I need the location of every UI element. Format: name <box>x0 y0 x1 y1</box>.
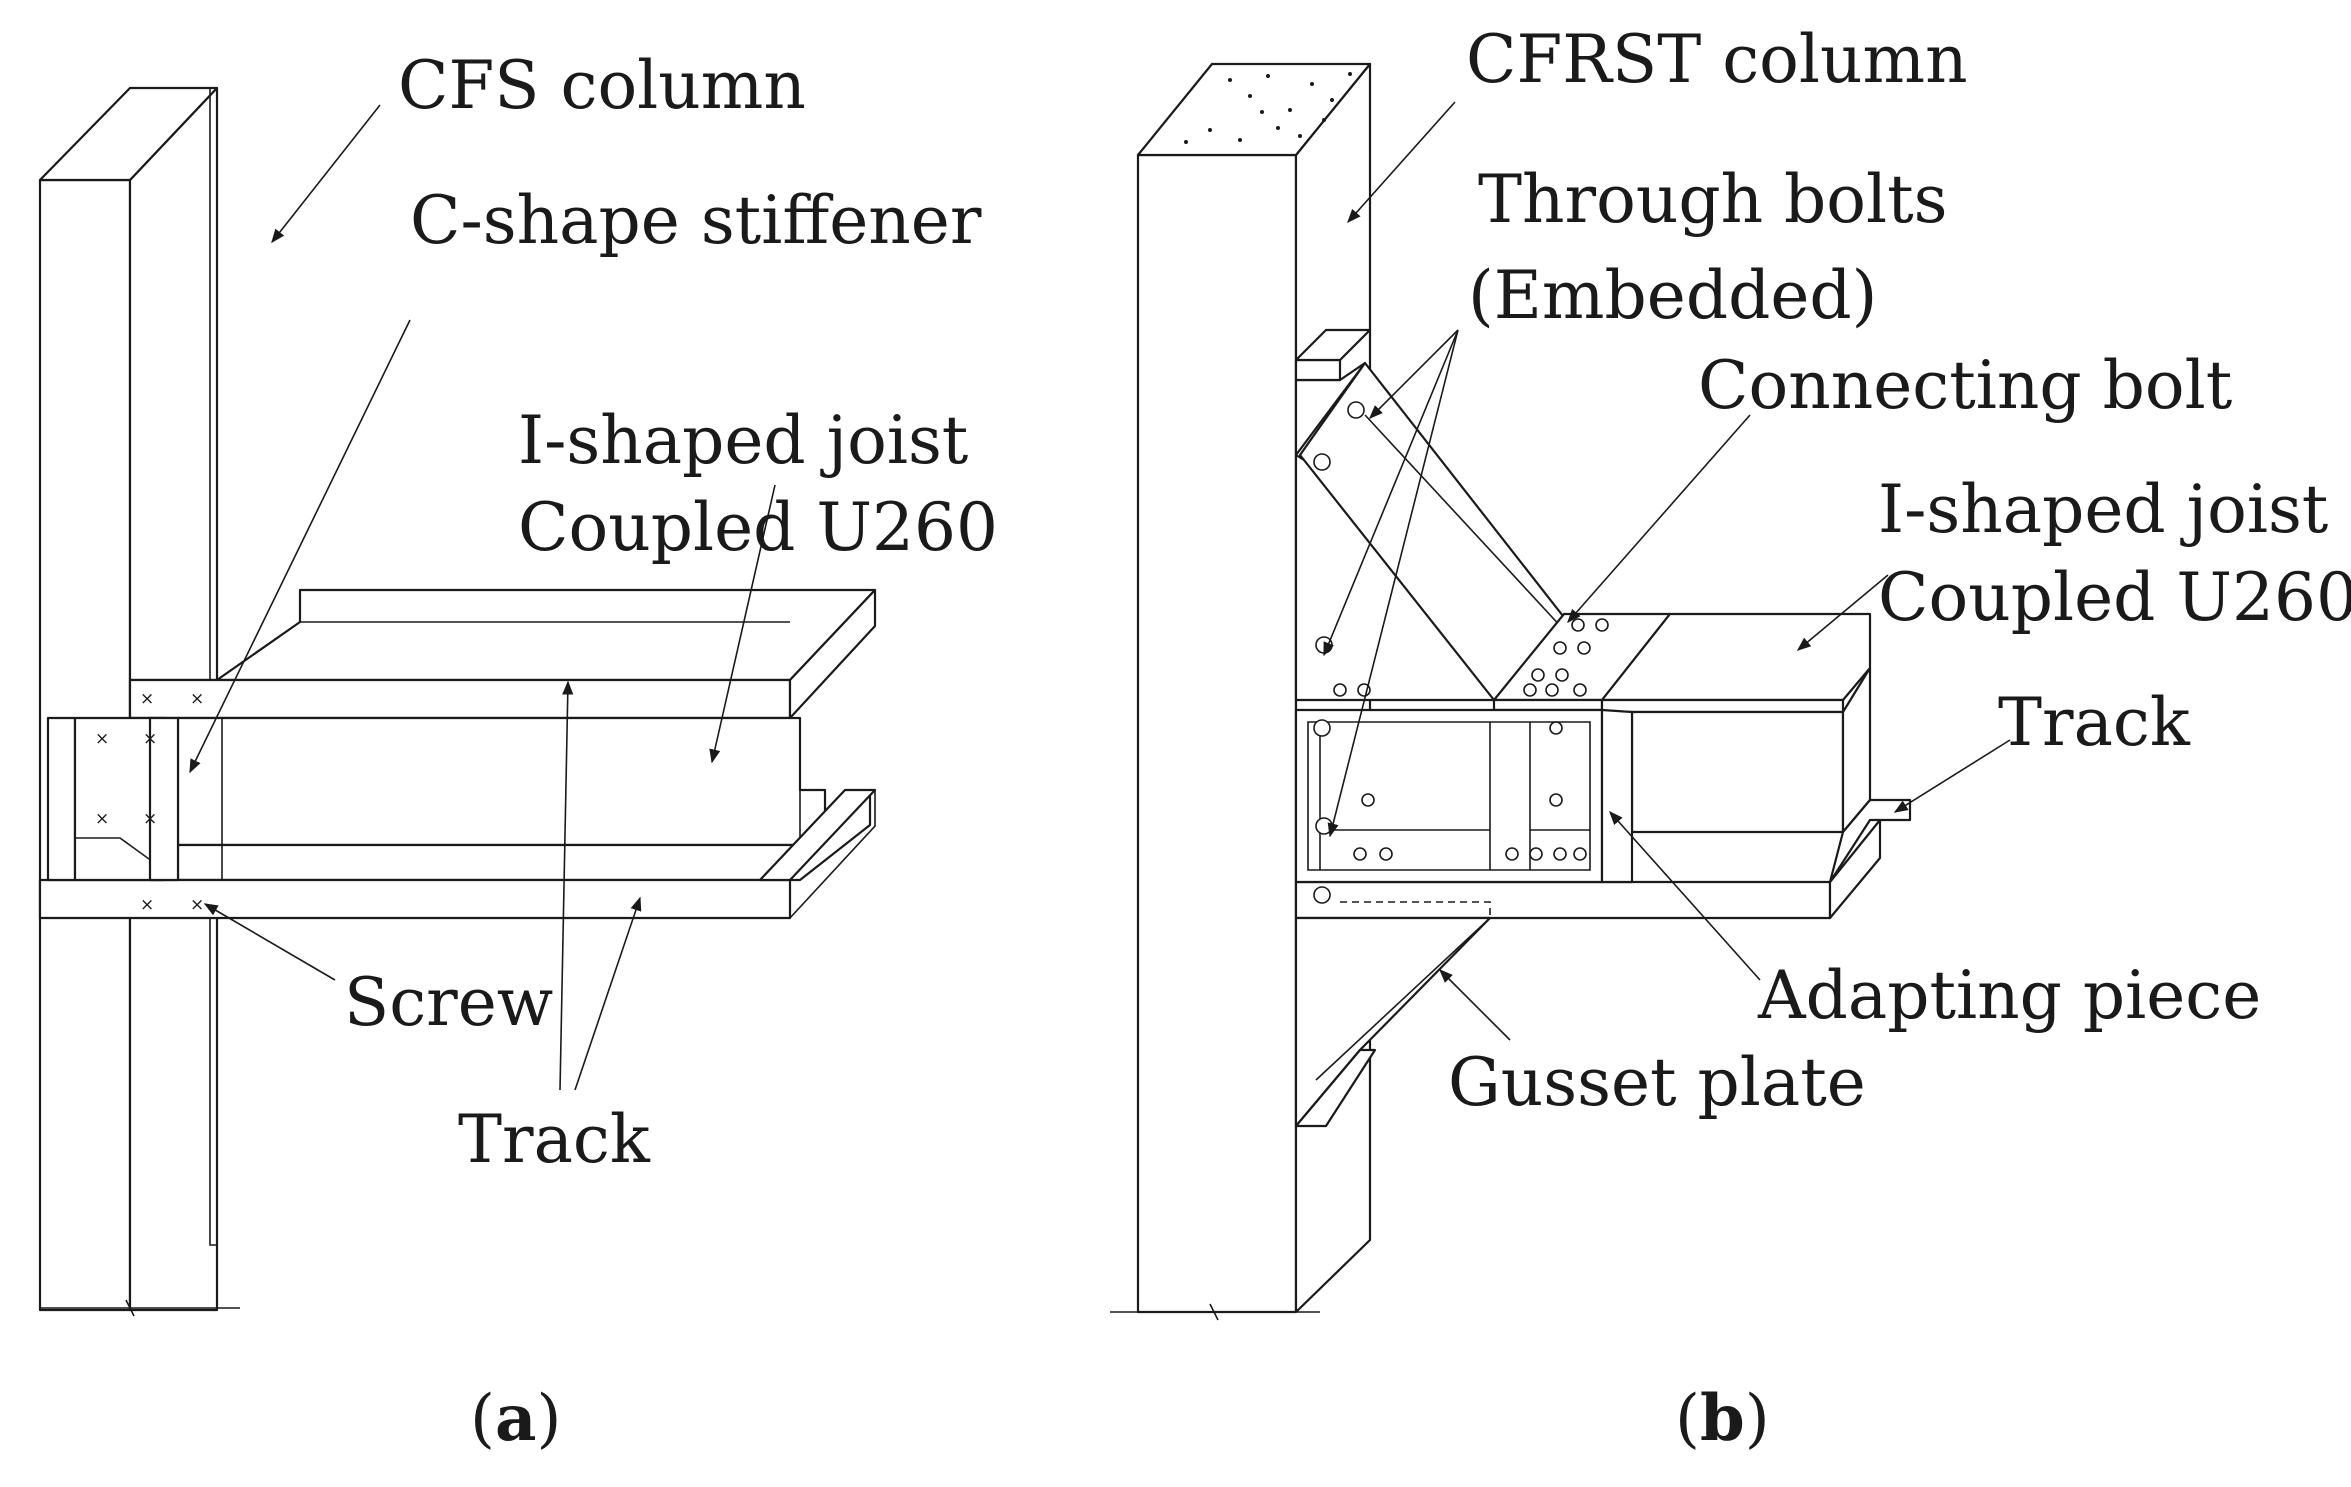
caption-a: (a) <box>470 1381 561 1456</box>
panel-b-leaders <box>1323 101 2011 1041</box>
label-cfs-column: CFS column <box>398 47 806 124</box>
svg-text:×: × <box>95 809 109 829</box>
cfs-column <box>38 86 240 1317</box>
label-through-bolts-line2: (Embedded) <box>1468 257 1877 334</box>
screw-marks: × × × × × × × × <box>95 689 204 915</box>
label-joist-b-line1: I-shaped joist <box>1878 471 2328 548</box>
label-joist-line2: Coupled U260 <box>518 489 998 566</box>
svg-text:×: × <box>140 689 154 709</box>
svg-text:×: × <box>95 729 109 749</box>
label-cfrst-column: CFRST column <box>1466 21 1968 98</box>
label-adapting-piece: Adapting piece <box>1757 957 2261 1034</box>
svg-text:×: × <box>140 895 154 915</box>
i-shaped-joist <box>176 716 872 882</box>
panel-a-leaders <box>189 104 776 1091</box>
label-gusset-plate: Gusset plate <box>1448 1044 1866 1121</box>
label-through-bolts-line1: Through bolts <box>1478 161 1948 238</box>
label-c-shape-stiffener: C-shape stiffener <box>410 182 982 259</box>
label-joist-b-line2: Coupled U260 <box>1878 559 2351 636</box>
panel-b: CFRST column Through bolts (Embedded) Co… <box>1110 21 2351 1456</box>
top-track <box>128 588 877 720</box>
i-shaped-joist-b <box>1600 612 1872 834</box>
caption-b: (b) <box>1675 1381 1770 1456</box>
upper-gusset-plate <box>1294 328 1572 702</box>
label-connecting-bolt: Connecting bolt <box>1698 347 2232 424</box>
label-track-b: Track <box>1998 684 2191 761</box>
label-screw: Screw <box>344 964 553 1041</box>
label-track: Track <box>458 1101 651 1178</box>
c-shape-stiffener <box>46 716 180 882</box>
label-joist-line1: I-shaped joist <box>518 402 968 479</box>
svg-text:×: × <box>190 689 204 709</box>
svg-text:×: × <box>190 895 204 915</box>
adapting-piece <box>1294 683 1634 884</box>
svg-text:×: × <box>143 809 157 829</box>
bottom-track <box>38 788 877 920</box>
concrete-texture <box>1184 72 1352 144</box>
lower-gusset-plate <box>1294 901 1492 1128</box>
panel-a: × × × × × × × × CFS column C-shape stiff… <box>38 47 998 1456</box>
svg-text:×: × <box>143 729 157 749</box>
